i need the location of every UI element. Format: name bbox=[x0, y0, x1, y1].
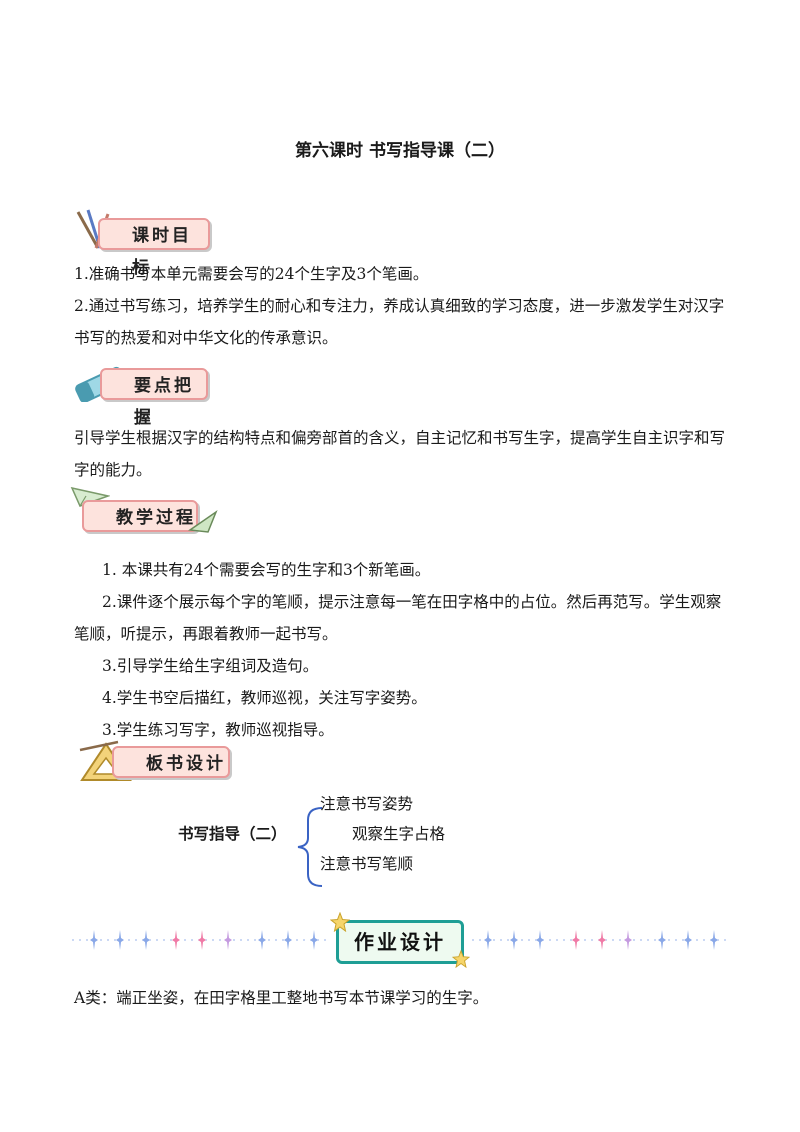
star-icon bbox=[452, 950, 470, 968]
board-branch: 观察生字占格 bbox=[352, 825, 446, 843]
board-title: 书写指导（二） bbox=[178, 825, 287, 843]
homework-item: A类：端正坐姿，在田字格里工整地书写本节课学习的生字。 bbox=[74, 989, 489, 1007]
section-badge-keypoints: 要点把握 bbox=[100, 368, 208, 428]
star-divider bbox=[72, 930, 728, 950]
process-step: 4.学生书空后描红，教师巡视，关注写字姿势。 bbox=[102, 689, 427, 707]
board-branch: 注意书写笔顺 bbox=[320, 855, 414, 873]
section-badge-goals: 课时目标 bbox=[98, 218, 210, 278]
page-title: 第六课时 书写指导课（二） bbox=[295, 141, 505, 161]
board-branch: 注意书写姿势 bbox=[320, 795, 414, 813]
section-badge-board: 板书设计 bbox=[112, 746, 230, 778]
section-badge-homework: 作业设计 bbox=[336, 920, 464, 964]
process-step: 1. 本课共有24个需要会写的生字和3个新笔画。 bbox=[102, 561, 431, 579]
section-badge-process: 教学过程 bbox=[82, 500, 198, 532]
process-step: 3.引导学生给生字组词及造句。 bbox=[102, 657, 319, 675]
process-step: 3.学生练习写字，教师巡视指导。 bbox=[102, 721, 334, 739]
star-icon bbox=[330, 912, 350, 932]
goal-item: 1.准确书写本单元需要会写的24个生字及3个笔画。 bbox=[74, 265, 429, 283]
keypoints-text: 引导学生根据汉字的结构特点和偏旁部首的含义，自主记忆和书写生字，提高学生自主识字… bbox=[74, 429, 726, 479]
star-divider-right bbox=[472, 930, 728, 950]
brace-icon bbox=[297, 807, 323, 887]
paper-plane-icon bbox=[188, 509, 218, 533]
goal-item: 2.通过书写练习，培养学生的耐心和专注力，养成认真细致的学习态度，进一步激发学生… bbox=[74, 297, 725, 347]
star-divider-left bbox=[72, 930, 328, 950]
process-step: 2.课件逐个展示每个字的笔顺，提示注意每一笔在田字格中的占位。然后再范写。学生观… bbox=[74, 593, 722, 643]
